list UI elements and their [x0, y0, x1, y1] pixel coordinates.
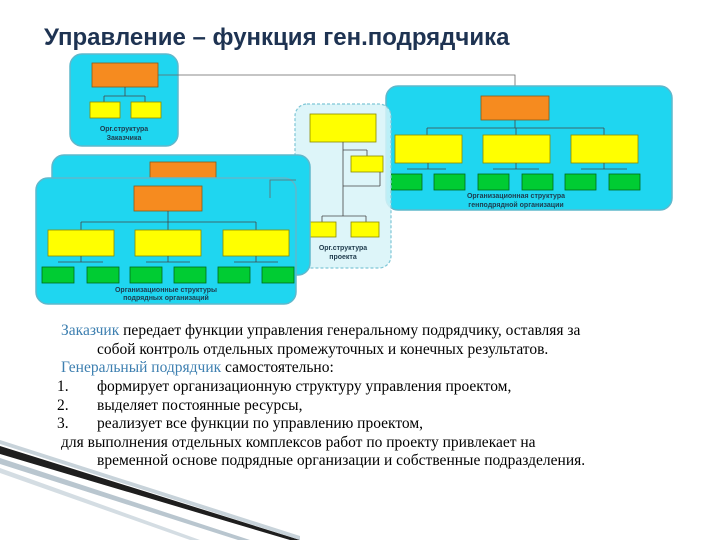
subcontractor-leaf-box: [86, 266, 120, 284]
decorative-streaks: [0, 440, 300, 540]
general-leaf-box: [433, 173, 466, 191]
customer-head-box: [91, 62, 159, 88]
general-dept-box: [482, 134, 551, 164]
customer-term: Заказчик: [61, 322, 120, 339]
subcontractor-dept-box: [134, 229, 202, 257]
subcontractor-leaf-box: [129, 266, 163, 284]
project-head-box: [309, 113, 377, 143]
subcontractor-leaf-box: [173, 266, 207, 284]
subcontractor-dept-box: [222, 229, 290, 257]
project-unit-box: [307, 221, 337, 238]
list-number: 3.: [57, 415, 69, 432]
general-label-line: Организационная структура: [467, 193, 565, 200]
subcontractor-label-line: подрядных организаций: [123, 294, 209, 302]
customer-structure: Орг.структура Заказчика: [69, 53, 179, 147]
project-label-line: Орг.структура: [319, 245, 367, 252]
general-contractor-term: Генеральный подрядчик: [61, 359, 222, 376]
general-leaf-box: [608, 173, 641, 191]
general-leaf-box: [390, 173, 423, 191]
subcontractor-leaf-box: [261, 266, 295, 284]
paragraph-3-line-2: временной основе подрядные организации и…: [97, 452, 586, 469]
general-leaf-box: [477, 173, 510, 191]
general-dept-box: [570, 134, 639, 164]
customer-label-line: Орг.структура: [100, 126, 148, 133]
subcontractor-structure-front: Организационные структуры подрядных орга…: [35, 177, 297, 305]
paragraph-1-rest: передает функции управления генеральному…: [119, 322, 581, 339]
paragraph-2-rest: самостоятельно:: [221, 359, 334, 376]
project-link-box: [350, 155, 384, 173]
customer-unit-box: [89, 101, 121, 119]
paragraph-2: Генеральный подрядчик самостоятельно:: [61, 359, 334, 378]
list-number: 2.: [57, 397, 69, 414]
general-contractor-structure: Организационная структура генподрядной о…: [385, 85, 673, 211]
project-unit-box: [350, 221, 380, 238]
slide-title: Управление – функция ген.подрядчика: [44, 24, 510, 51]
customer-label-line: Заказчика: [107, 135, 142, 142]
paragraph-3-line-1: для выполнения отдельных комплексов рабо…: [61, 434, 536, 451]
subcontractor-leaf-box: [217, 266, 251, 284]
subcontractor-label-line: Организационные структуры: [115, 287, 217, 294]
paragraph-1-line-2: собой контроль отдельных промежуточных и…: [97, 341, 549, 358]
paragraph-1-line-1: Заказчик передает функции управления ген…: [61, 322, 580, 341]
subcontractor-dept-box: [47, 229, 115, 257]
list-text: реализует все функции по управлению прое…: [97, 415, 424, 432]
list-number: 1.: [57, 378, 69, 395]
org-structure-diagram: Орг.структура Заказчика Организационная …: [35, 53, 673, 305]
general-leaf-box: [564, 173, 597, 191]
subcontractor-leaf-box: [41, 266, 75, 284]
general-head-box: [480, 95, 550, 121]
subcontractor-head-box: [133, 185, 203, 212]
general-leaf-box: [521, 173, 554, 191]
list-text: формирует организационную структуру упра…: [97, 378, 512, 395]
customer-unit-box: [130, 101, 162, 119]
project-structure: Орг.структура проекта: [294, 103, 392, 269]
project-label-line: проекта: [329, 254, 357, 261]
general-dept-box: [394, 134, 463, 164]
general-label-line: генподрядной организации: [468, 201, 563, 209]
list-text: выделяет постоянные ресурсы,: [97, 397, 303, 414]
